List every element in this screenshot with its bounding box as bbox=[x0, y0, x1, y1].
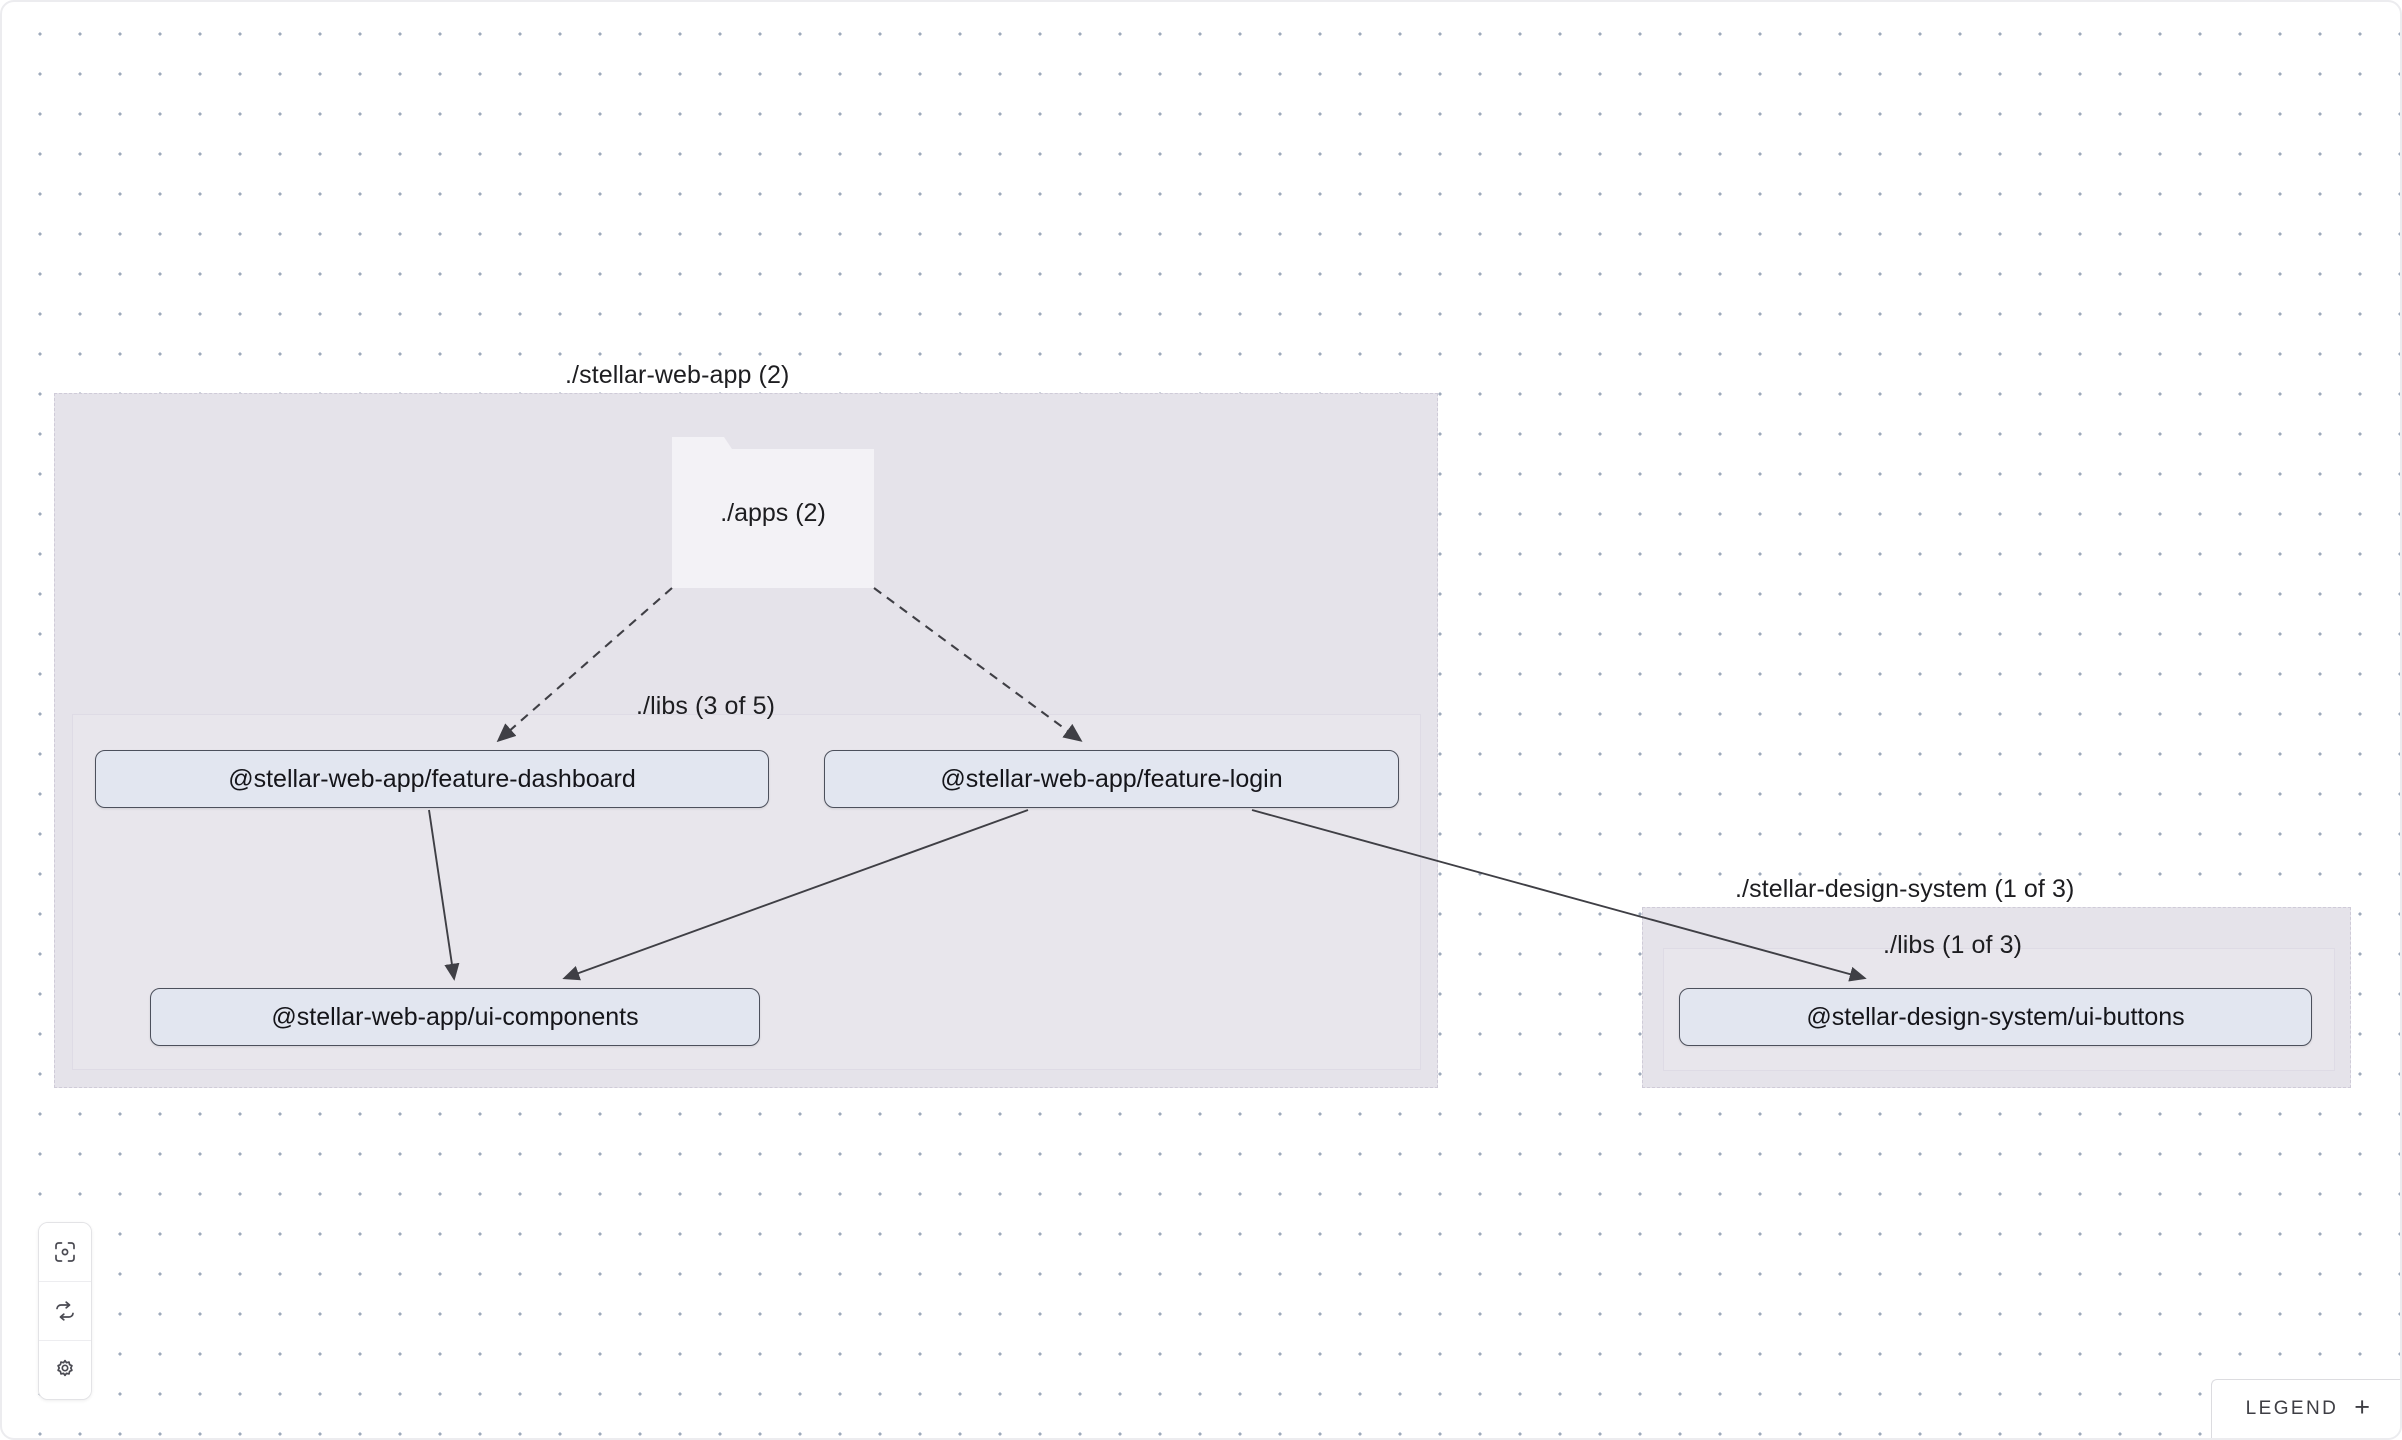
folder-node-apps[interactable] bbox=[672, 437, 874, 588]
subgroup-label-web-app-libs: ./libs (3 of 5) bbox=[636, 692, 776, 720]
graph-toolbar[interactable] bbox=[38, 1222, 92, 1400]
focus-target-icon bbox=[53, 1240, 77, 1264]
legend-label: LEGEND bbox=[2245, 1398, 2339, 1419]
folder-label-apps: ./apps (2) bbox=[720, 499, 826, 527]
gear-icon bbox=[53, 1358, 77, 1382]
plus-icon: + bbox=[2354, 1392, 2370, 1422]
node-feature-dashboard[interactable]: @stellar-web-app/feature-dashboard bbox=[95, 750, 769, 808]
node-ui-buttons[interactable]: @stellar-design-system/ui-buttons bbox=[1679, 988, 2312, 1046]
focus-graph-button[interactable] bbox=[39, 1223, 91, 1282]
group-label-stellar-design-system: ./stellar-design-system (1 of 3) bbox=[1735, 875, 2075, 903]
subgroup-label-design-system-libs: ./libs (1 of 3) bbox=[1883, 931, 2023, 959]
legend-toggle[interactable]: LEGEND + bbox=[2210, 1379, 2400, 1438]
refresh-icon bbox=[53, 1299, 77, 1323]
settings-button[interactable] bbox=[39, 1341, 91, 1399]
node-ui-components[interactable]: @stellar-web-app/ui-components bbox=[150, 988, 760, 1046]
refresh-graph-button[interactable] bbox=[39, 1282, 91, 1341]
group-label-stellar-web-app: ./stellar-web-app (2) bbox=[565, 361, 790, 389]
node-feature-login[interactable]: @stellar-web-app/feature-login bbox=[824, 750, 1399, 808]
